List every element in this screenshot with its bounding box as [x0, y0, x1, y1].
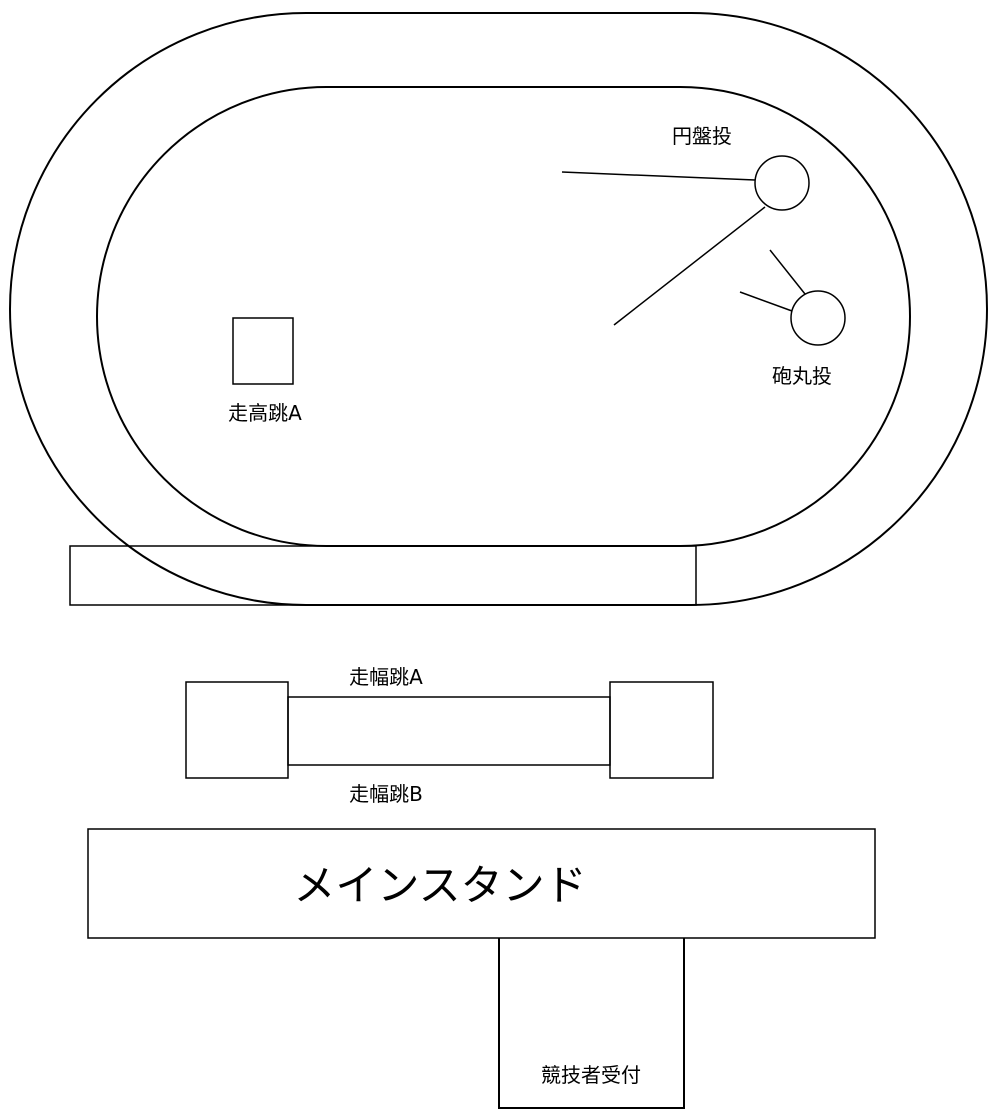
inner-field-boundary [96, 86, 911, 547]
shot-put-sector-line-lower [739, 291, 793, 312]
main-stand [87, 828, 876, 939]
shot-put-sector-line-upper [769, 249, 806, 295]
main-stand-label: メインスタンド [293, 861, 586, 910]
long-jump-a-label: 走幅跳A [349, 665, 423, 689]
reception-label: 競技者受付 [541, 1063, 641, 1087]
straightaway [69, 545, 697, 606]
high-jump-area [232, 317, 294, 385]
long-jump-pit-right [609, 681, 714, 779]
outer-track-boundary [9, 12, 988, 606]
shot-put-circle [790, 290, 846, 346]
discus-circle [754, 155, 810, 211]
discus-label: 円盤投 [672, 124, 732, 148]
discus-sector-line-upper [561, 171, 756, 181]
long-jump-pit-left [185, 681, 289, 779]
long-jump-b-label: 走幅跳B [349, 782, 423, 806]
discus-sector-line-lower [613, 206, 766, 326]
high-jump-label: 走高跳A [228, 401, 302, 425]
shot-put-label: 砲丸投 [772, 364, 832, 388]
long-jump-runway [287, 696, 611, 766]
reception-booth [498, 938, 685, 1109]
